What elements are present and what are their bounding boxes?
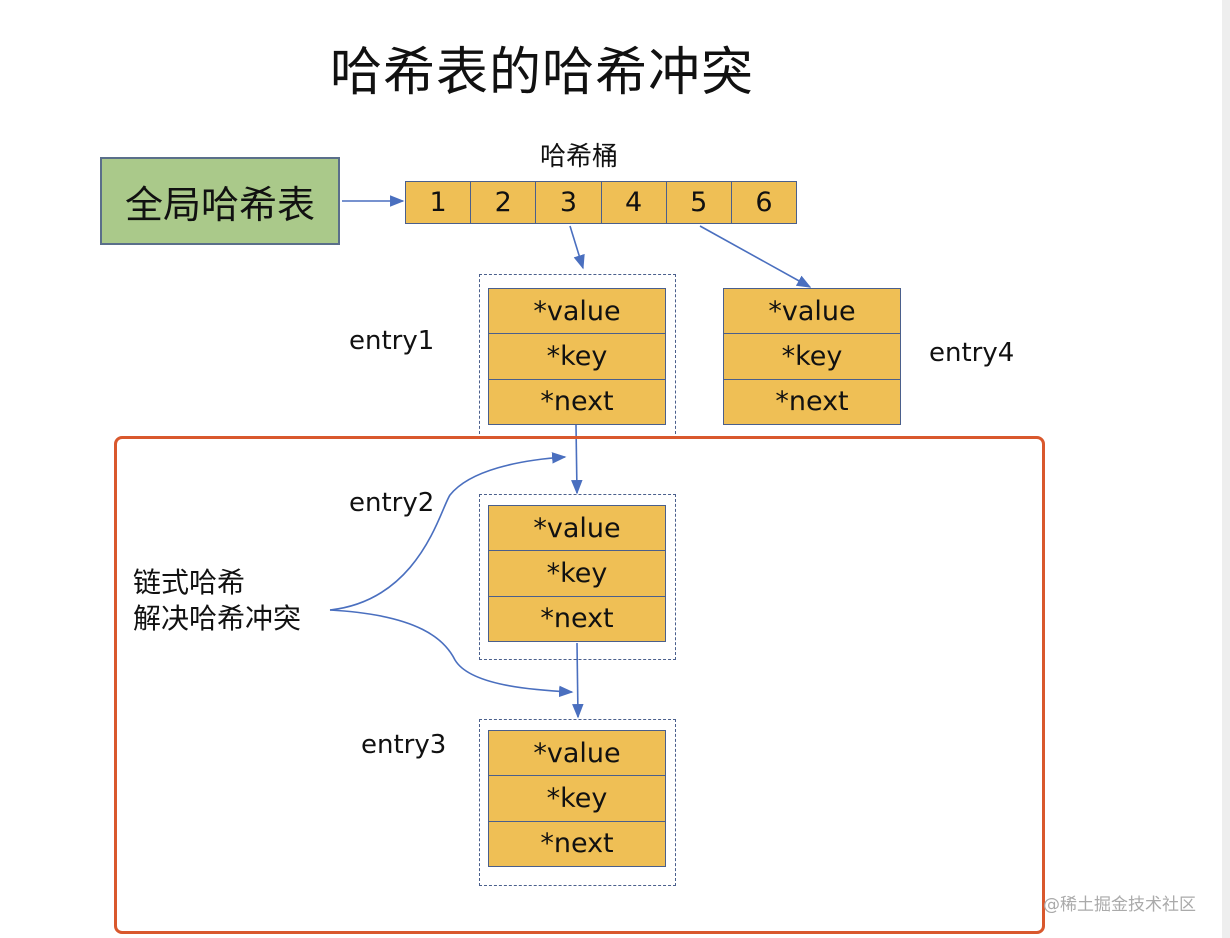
bucket-array-label: 哈希桶: [540, 142, 619, 172]
bucket-cell: 2: [471, 182, 537, 223]
global-hash-table-box: 全局哈希表: [100, 157, 340, 245]
arrow-entry2-to-entry3: [572, 642, 584, 719]
arrow-bucket5-to-entry4: [699, 225, 812, 288]
chained-hash-highlight-box: [114, 436, 1045, 934]
chained-hash-note: 链式哈希 解决哈希冲突: [133, 565, 301, 637]
entry3-dashed-outline: [479, 719, 676, 886]
entry1-node: *value *key *next: [488, 288, 666, 425]
entry2-dashed-outline: [479, 494, 676, 660]
entry-field-value: *value: [489, 289, 665, 335]
bucket-cell: 3: [536, 182, 602, 223]
entry-field-next: *next: [489, 379, 665, 424]
arrow-bucket3-to-entry1: [569, 225, 585, 270]
page-edge-strip: [1222, 0, 1230, 938]
entry-field-key: *key: [489, 551, 665, 597]
bucket-cell: 4: [601, 182, 667, 223]
curve-to-entry3-chain: [329, 609, 574, 698]
watermark: @稀土掘金技术社区: [1043, 895, 1196, 915]
entry4-node: *value *key *next: [723, 288, 901, 425]
bucket-cell: 1: [406, 182, 472, 223]
entry2-node: *value *key *next: [488, 505, 666, 642]
entry4-label: entry4: [929, 338, 1015, 368]
page-title: 哈希表的哈希冲突: [330, 43, 755, 103]
note-line-2: 解决哈希冲突: [133, 602, 302, 635]
entry-field-key: *key: [489, 334, 665, 380]
hash-bucket-array: 1 2 3 4 5 6: [405, 181, 797, 224]
entry-field-key: *key: [489, 776, 665, 822]
entry1-label: entry1: [349, 326, 435, 356]
entry3-node: *value *key *next: [488, 730, 666, 867]
bucket-cell: 5: [666, 182, 732, 223]
entry-field-next: *next: [724, 379, 900, 424]
bucket-cell: 6: [731, 182, 797, 223]
entry2-label: entry2: [349, 488, 435, 518]
entry-field-value: *value: [724, 289, 900, 335]
entry-field-next: *next: [489, 821, 665, 866]
entry-field-value: *value: [489, 731, 665, 777]
entry-field-value: *value: [489, 506, 665, 552]
entry-field-key: *key: [724, 334, 900, 380]
note-line-1: 链式哈希: [133, 566, 246, 599]
entry-field-next: *next: [489, 596, 665, 641]
entry3-label: entry3: [361, 730, 447, 760]
curve-to-entry1-chain: [329, 452, 567, 611]
